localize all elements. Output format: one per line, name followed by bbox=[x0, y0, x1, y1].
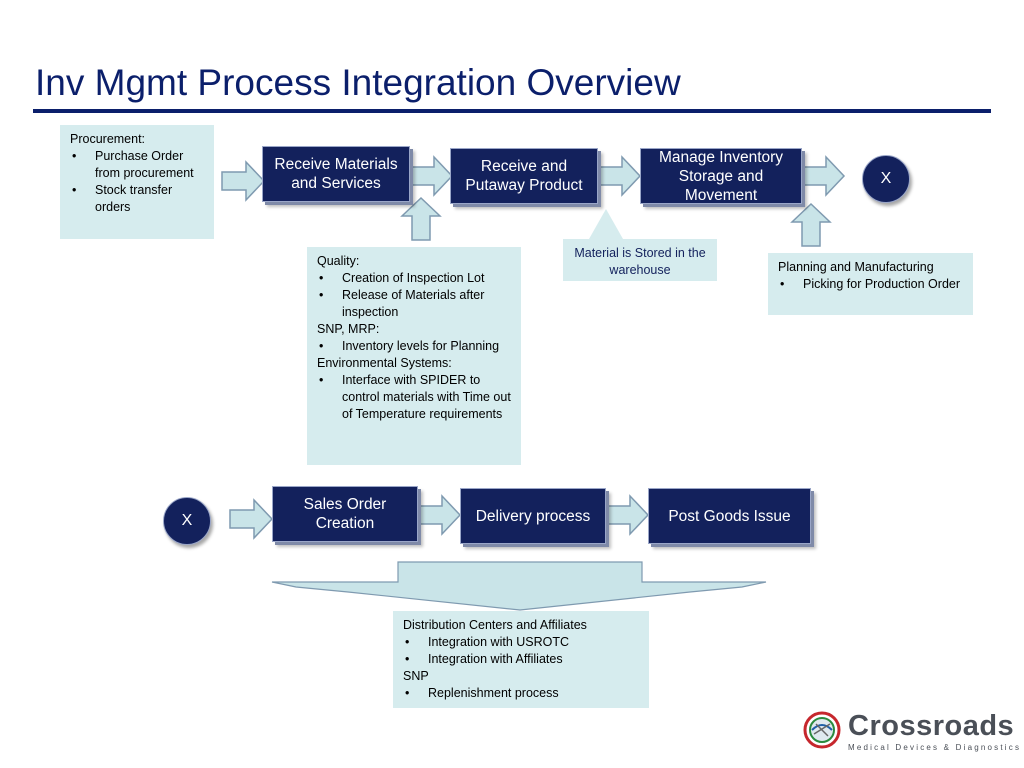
arrow-up-planning bbox=[790, 202, 832, 247]
distribution-heading: Distribution Centers and Affiliates bbox=[403, 618, 587, 632]
snp-mrp-item: Inventory levels for Planning bbox=[317, 338, 511, 355]
snp-item: Replenishment process bbox=[403, 685, 639, 702]
receive-putaway-box: Receive and Putaway Product bbox=[450, 148, 598, 204]
page-title: Inv Mgmt Process Integration Overview bbox=[35, 62, 681, 103]
quality-item: Release of Materials after inspection bbox=[317, 287, 511, 321]
stored-callout: Material is Stored in the warehouse bbox=[574, 246, 706, 277]
arrow-right-4 bbox=[801, 155, 846, 197]
procurement-note: Procurement: Purchase Order from procure… bbox=[60, 125, 214, 239]
snp-heading: SNP bbox=[403, 669, 429, 683]
procurement-item: Stock transfer orders bbox=[70, 182, 204, 216]
arrow-right-5 bbox=[229, 498, 274, 540]
bracket-down-arrow bbox=[271, 561, 767, 611]
planning-heading: Planning and Manufacturing bbox=[778, 260, 934, 274]
snp-mrp-heading: SNP, MRP: bbox=[317, 322, 380, 336]
manage-inventory-box: Manage Inventory Storage and Movement bbox=[640, 148, 802, 204]
arrow-right-2 bbox=[409, 155, 454, 197]
environmental-item: Interface with SPIDER to control materia… bbox=[317, 372, 511, 423]
planning-item: Picking for Production Order bbox=[778, 276, 963, 293]
distribution-note: Distribution Centers and Affiliates Inte… bbox=[393, 611, 649, 708]
connector-x-top: X bbox=[862, 155, 910, 203]
procurement-heading: Procurement: bbox=[70, 132, 146, 146]
sales-order-box: Sales Order Creation bbox=[272, 486, 418, 542]
title-divider bbox=[33, 109, 991, 113]
arrow-right-6 bbox=[417, 494, 462, 536]
quality-heading: Quality: bbox=[317, 254, 360, 268]
planning-note: Planning and Manufacturing Picking for P… bbox=[768, 253, 973, 315]
callout-pointer bbox=[563, 209, 717, 281]
post-goods-issue-box: Post Goods Issue bbox=[648, 488, 811, 544]
arrow-right-3 bbox=[597, 155, 642, 197]
arrow-right-7 bbox=[605, 494, 650, 536]
distribution-item: Integration with USROTC bbox=[403, 634, 639, 651]
distribution-item: Integration with Affiliates bbox=[403, 651, 639, 668]
quality-note: Quality: Creation of Inspection Lot Rele… bbox=[307, 247, 521, 465]
globe-icon bbox=[803, 711, 841, 749]
receive-materials-box: Receive Materials and Services bbox=[262, 146, 410, 202]
arrow-right-1 bbox=[221, 160, 266, 202]
logo-tagline: Medical Devices & Diagnostics bbox=[848, 743, 1022, 752]
environmental-heading: Environmental Systems: bbox=[317, 356, 452, 370]
arrow-up-quality bbox=[400, 196, 442, 241]
logo-name: Crossroads bbox=[848, 710, 1015, 742]
connector-x-bottom: X bbox=[163, 497, 211, 545]
delivery-box: Delivery process bbox=[460, 488, 606, 544]
quality-item: Creation of Inspection Lot bbox=[317, 270, 511, 287]
crossroads-logo: Crossroads Medical Devices & Diagnostics bbox=[802, 708, 1019, 754]
procurement-item: Purchase Order from procurement bbox=[70, 148, 204, 182]
